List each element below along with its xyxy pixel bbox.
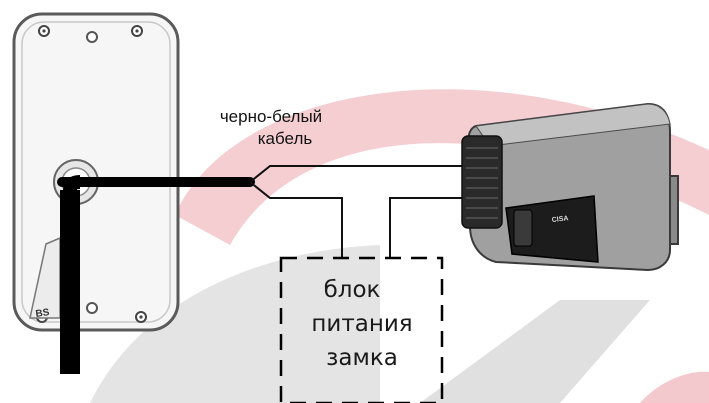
lock-button bbox=[513, 209, 533, 247]
cable-label: черно-белый кабель bbox=[196, 106, 346, 150]
power-supply-label-line2: питания bbox=[311, 311, 413, 337]
electric-lock: CISA bbox=[461, 102, 679, 272]
lock-brand: CISA bbox=[551, 215, 568, 224]
cable-bend bbox=[63, 175, 81, 191]
mount-hole-icon bbox=[86, 31, 98, 43]
screw-icon bbox=[135, 29, 139, 33]
wire-to-lock bbox=[249, 165, 468, 183]
lock-grip bbox=[461, 135, 503, 229]
wires bbox=[249, 165, 472, 258]
intercom-panel: BS bbox=[12, 12, 180, 332]
mount-hole-icon bbox=[86, 302, 98, 314]
lock-top-face bbox=[475, 103, 671, 147]
power-supply-label: блок питания замка bbox=[282, 275, 442, 373]
power-supply-label-line1: блок bbox=[323, 277, 381, 303]
wire-psu-to-lock bbox=[389, 197, 472, 258]
screw-icon bbox=[139, 315, 143, 319]
power-supply-box bbox=[279, 256, 444, 403]
screw-icon bbox=[42, 29, 46, 33]
power-supply-label-line3: замка bbox=[326, 345, 398, 371]
panel-inner-edge bbox=[21, 21, 171, 323]
wire-to-psu bbox=[249, 181, 343, 258]
watermark-gray-band bbox=[420, 300, 650, 403]
lock-grip-ridges bbox=[466, 147, 498, 219]
black-white-cable bbox=[57, 175, 255, 374]
cable-label-line2: кабель bbox=[257, 129, 313, 148]
watermark-red-corner bbox=[640, 371, 709, 403]
watermark-gray-shape bbox=[90, 245, 380, 403]
cable-label-line1: черно-белый bbox=[219, 107, 323, 126]
panel-brand: BS bbox=[35, 307, 51, 320]
